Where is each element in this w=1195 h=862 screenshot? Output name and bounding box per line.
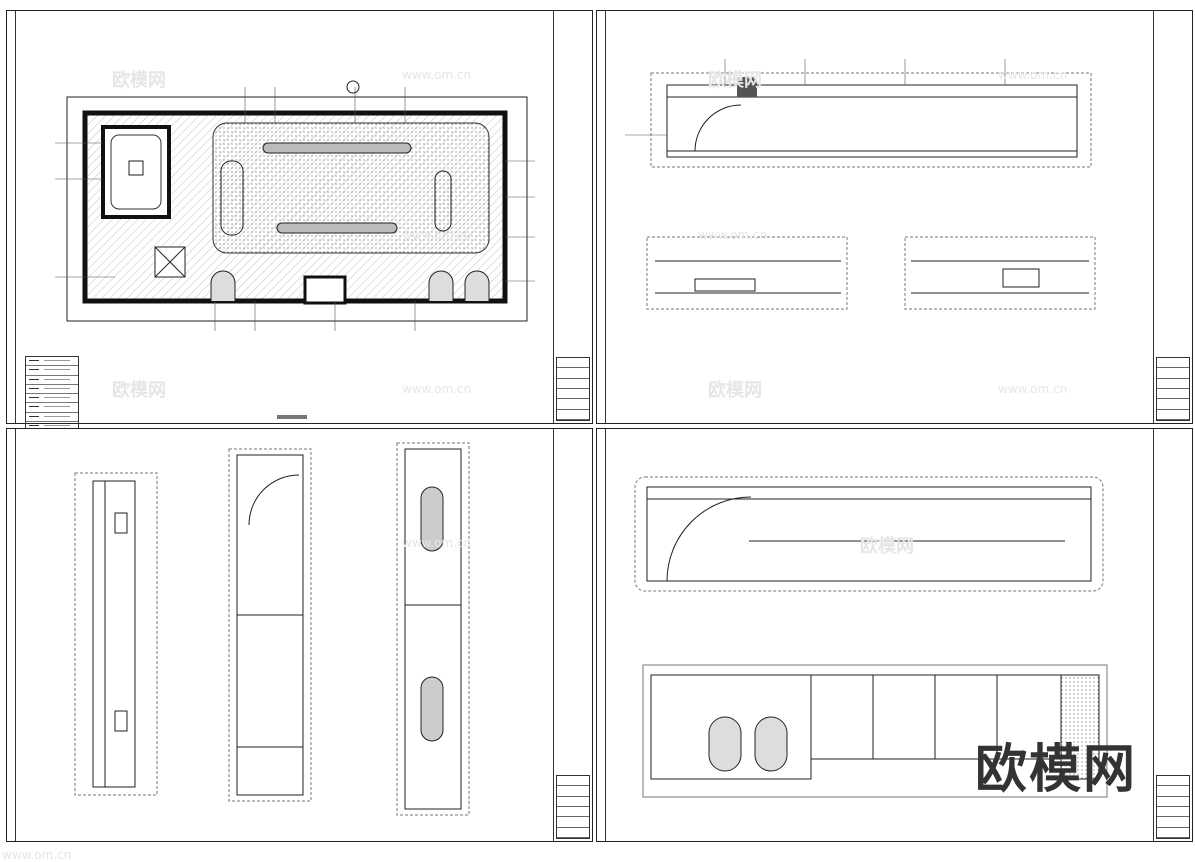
binder-strip (597, 11, 606, 423)
elevation-drawing-a (625, 59, 1096, 310)
sheet-sections (6, 428, 593, 842)
title-block (553, 429, 592, 841)
plan-drawing (55, 80, 535, 419)
sheet-elevations-bottom (596, 428, 1193, 842)
watermark-url: www.om.cn (2, 848, 72, 862)
title-block (553, 11, 592, 423)
sheet-elevations-top (596, 10, 1193, 424)
binder-strip (7, 429, 16, 841)
binder-strip (7, 11, 16, 423)
title-block (1153, 429, 1192, 841)
title-block (1153, 11, 1192, 423)
elevation-drawing-b (634, 476, 1108, 798)
binder-strip (597, 429, 606, 841)
sheet-plan (6, 10, 593, 432)
legend-table (25, 356, 79, 432)
watermark-brand-large: 欧模网 (975, 740, 1138, 800)
section-drawing (74, 442, 470, 816)
